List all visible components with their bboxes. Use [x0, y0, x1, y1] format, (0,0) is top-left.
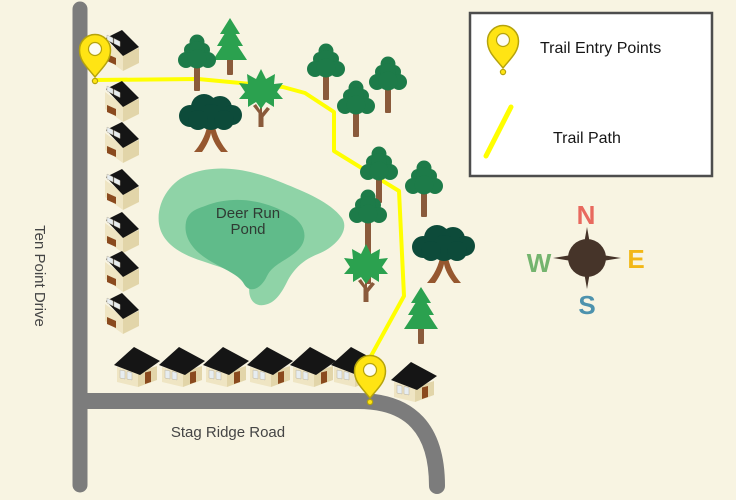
- legend-box: [468, 11, 714, 178]
- compass-south: S: [578, 290, 595, 320]
- road-stag-ridge: [78, 393, 445, 494]
- pond-inner: [185, 199, 305, 290]
- compass-rose: N E S W: [527, 200, 645, 320]
- trail-layer: [93, 77, 406, 358]
- trail-line-icon: [483, 104, 514, 159]
- pond-label-line2: Pond: [230, 221, 265, 238]
- roads: [72, 1, 445, 494]
- compass-east: E: [627, 244, 644, 274]
- legend: Trail Entry Points Trail Path: [468, 11, 714, 178]
- ten-point-drive-label: Ten Point Drive: [31, 225, 48, 327]
- legend-entry-label: Trail Entry Points: [540, 40, 661, 57]
- pond: [158, 168, 345, 306]
- compass-west: W: [527, 248, 552, 278]
- trail-path: [93, 77, 406, 358]
- legend-path-label: Trail Path: [553, 130, 621, 147]
- compass-north: N: [577, 200, 596, 230]
- pond-label-line1: Deer Run: [216, 205, 280, 222]
- compass-star-icon: [553, 227, 621, 289]
- stag-ridge-road-label: Stag Ridge Road: [171, 424, 285, 441]
